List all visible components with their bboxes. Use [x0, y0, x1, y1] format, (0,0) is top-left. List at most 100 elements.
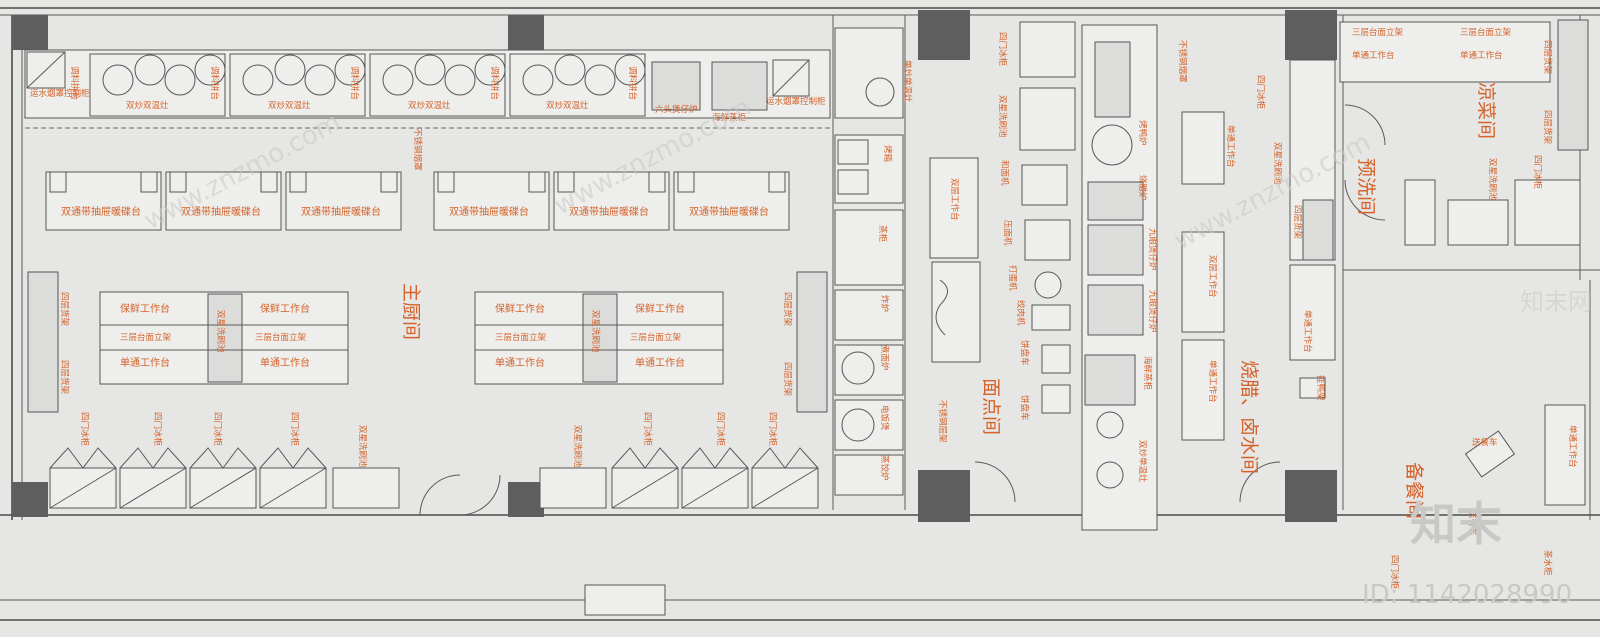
island-left: 保鲜工作台保鲜工作台三层台面立架三层台面立架单通工作台单通工作台双星洗刷池 [99, 291, 349, 385]
single-table-label: 单通工作台 [260, 356, 310, 369]
seasoning-label: 调料拼台 [627, 66, 638, 100]
sink-label: 双星洗刷池 [357, 425, 368, 468]
warming-table-label: 双通带抽屉暖碟台 [301, 205, 381, 218]
steam-cabinet-label: 蒸柜 [877, 225, 888, 243]
single-table-label: 单通工作台 [495, 356, 545, 369]
single-table-label: 单通工作台 [1352, 50, 1395, 61]
double-wok-label: 双炒双温灶 [126, 100, 169, 111]
meat-grinder-label: 绞肉机 [1015, 300, 1026, 326]
fridge-label: 四门冰柜 [212, 412, 223, 447]
warming-table-6: 双通带抽屉暖碟台 [673, 171, 790, 231]
warming-table-label: 双通带抽屉暖碟台 [181, 205, 261, 218]
room-roast: 烧腊、卤水间 [1238, 360, 1260, 474]
four-door-fridge-2 [119, 447, 187, 509]
center-column [834, 27, 904, 496]
hood-label: 不锈钢烟罩 [1177, 40, 1188, 83]
double-sink-mid [539, 467, 607, 509]
fresh-table-label: 保鲜工作台 [260, 302, 310, 315]
id-text: ID: 1142028990 [1362, 580, 1572, 610]
four-door-fridge-1 [49, 447, 117, 509]
warming-table-label: 双通带抽屉暖碟台 [569, 205, 649, 218]
nine-burner-label: 九眼煲仔炉 [1147, 228, 1158, 271]
single-table-label: 单通工作台 [1567, 425, 1578, 468]
double-wok-1 [89, 53, 226, 117]
room-pastry: 面点间 [980, 378, 1002, 435]
tray-cart-label: 饼盘车 [1019, 395, 1030, 421]
shelf-label: 三层台面立架 [120, 332, 172, 343]
stainless-shelf-label: 不锈钢层架 [937, 400, 948, 443]
shelf-label: 三层台面立架 [1460, 27, 1512, 38]
noodle-stove-label: 煮面炉 [879, 345, 890, 371]
single-table-label: 单通工作台 [1207, 360, 1218, 403]
meal-cart-label: 送餐车 [1467, 510, 1478, 536]
pastry-equipment [929, 21, 1158, 531]
seasoning-label: 调料拼台 [349, 66, 360, 100]
four-door-fridge-7 [751, 447, 819, 509]
column [12, 15, 48, 50]
shelf-label: 三层台面立架 [495, 332, 547, 343]
fridge-label: 四门冰柜 [152, 412, 163, 447]
four-door-fridge-6 [681, 447, 749, 509]
single-table-label: 单通工作台 [1225, 125, 1236, 168]
sink-label: 双星洗刷池 [590, 310, 601, 353]
fresh-table-label: 保鲜工作台 [635, 302, 685, 315]
single-table-label: 单通工作台 [120, 356, 170, 369]
six-burner-label: 六头煲仔炉 [655, 104, 698, 115]
column [508, 482, 544, 517]
column [1285, 470, 1337, 522]
fridge-label: 四门冰柜 [79, 412, 90, 447]
shelf-label: 四层货架 [1292, 205, 1303, 240]
rice-cooker-label: 电饭煲 [879, 405, 890, 431]
shelf-label: 四层货架 [1542, 110, 1553, 145]
sink-label: 双星洗刷池 [997, 95, 1008, 138]
roast-shelf-label: 挂鸭架 [1315, 375, 1326, 401]
six-burner-stove [651, 61, 701, 111]
four-door-fridge-3 [189, 447, 257, 509]
single-table-label: 单通工作台 [1460, 50, 1503, 61]
sink-label: 双星洗刷池 [1272, 142, 1283, 185]
shelf-label: 四层货架 [59, 292, 70, 327]
double-wok-label: 双炒双温灶 [546, 100, 589, 111]
center-wok-label: 单炒单温灶 [902, 60, 913, 103]
seafood-steamer [711, 61, 768, 111]
shelf-label: 三层台面立架 [630, 332, 682, 343]
cold-dish-equipment [1302, 19, 1589, 261]
seasoning-label: 调料拼台 [69, 66, 80, 100]
four-door-fridge-4 [259, 447, 327, 509]
exhaust-left-label: 运水烟罩控制柜 [30, 88, 90, 99]
entry-door [584, 584, 666, 616]
tea-cabinet-label: 茶水柜 [1542, 550, 1553, 576]
hood-label: 不锈钢烟罩 [412, 128, 423, 171]
double-table-label: 双层工作台 [949, 178, 960, 221]
four-layer-shelf-right [796, 271, 828, 413]
fresh-table-label: 保鲜工作台 [120, 302, 170, 315]
steamer-label: 海鲜蒸柜 [1142, 356, 1153, 391]
meal-cart-label: 送餐车 [1472, 437, 1498, 448]
room-pre-wash: 预洗间 [1355, 158, 1377, 215]
seasoning-label: 调料拼台 [489, 66, 500, 100]
press-label: 压面机 [1002, 220, 1013, 246]
shelf-label: 四层货架 [782, 292, 793, 327]
dumpling-steamer-label: 蒸饺炉 [879, 455, 890, 481]
shelf-label: 四层货架 [1542, 40, 1553, 75]
double-wok-label: 双炒双温灶 [268, 100, 311, 111]
fridge-label: 四门冰柜 [997, 32, 1008, 67]
shelf-label: 三层台面立架 [1352, 27, 1404, 38]
warming-table-3: 双通带抽屉暖碟台 [285, 171, 402, 231]
warming-table-label: 双通带抽屉暖碟台 [689, 205, 769, 218]
double-wok-4 [509, 53, 646, 117]
brand-logo: 知末 [1410, 497, 1502, 551]
double-sink-left [332, 467, 400, 509]
column [918, 10, 970, 60]
single-table-label: 单通工作台 [635, 356, 685, 369]
oven-label: 烤箱 [882, 145, 893, 163]
fryer-label: 炸炉 [879, 295, 890, 312]
walls [0, 7, 1600, 621]
fridge-label: 四门冰柜 [715, 412, 726, 447]
warming-table-5: 双通带抽屉暖碟台 [553, 171, 670, 231]
four-door-fridge-5 [611, 447, 679, 509]
warming-table-2: 双通带抽屉暖碟台 [165, 171, 282, 231]
fridge-label: 四门冰柜 [1389, 555, 1400, 590]
warming-table-4: 双通带抽屉暖碟台 [433, 171, 550, 231]
